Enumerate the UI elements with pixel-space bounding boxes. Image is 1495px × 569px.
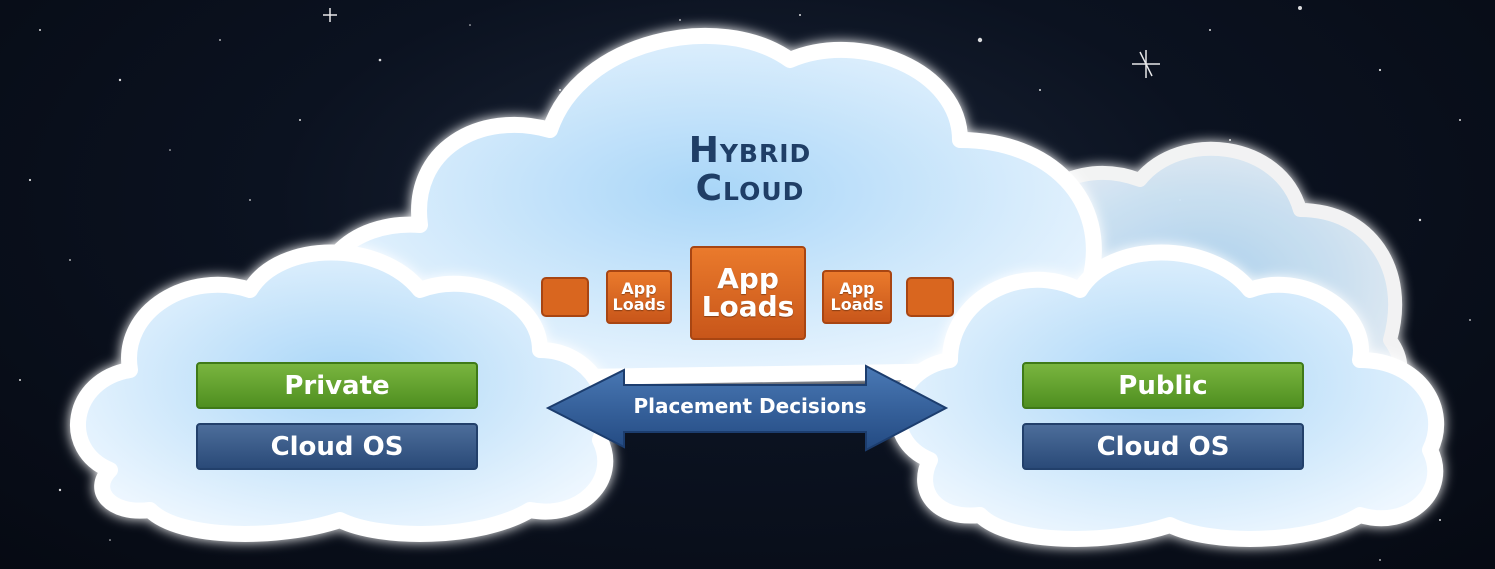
private-label-box: Private	[196, 362, 478, 409]
private-cloud-os-box: Cloud OS	[196, 423, 478, 470]
app-loads-right-box: App Loads	[822, 270, 892, 324]
public-cloud-os-box: Cloud OS	[1022, 423, 1304, 470]
app-loads-left-line2: Loads	[612, 295, 666, 314]
public-cloud-os-label: Cloud OS	[1096, 431, 1230, 462]
public-label: Public	[1118, 370, 1208, 401]
app-loads-right-line2: Loads	[830, 295, 884, 314]
placement-arrow-shape	[545, 364, 949, 452]
sparkle-icon	[323, 8, 1160, 78]
private-label: Private	[284, 370, 390, 401]
app-loads-main-box: App Loads	[690, 246, 806, 340]
small-load-block-left	[541, 277, 589, 317]
app-loads-left-box: App Loads	[606, 270, 672, 324]
title-line-1: Hybrid	[688, 130, 812, 171]
diagram-title: Hybrid Cloud	[600, 132, 900, 208]
app-loads-main-line1: App	[717, 262, 779, 295]
small-load-block-right	[906, 277, 954, 317]
app-loads-left-line1: App	[621, 279, 657, 298]
private-cloud-os-label: Cloud OS	[270, 431, 404, 462]
app-loads-right-line1: App	[839, 279, 875, 298]
public-label-box: Public	[1022, 362, 1304, 409]
app-loads-main-line2: Loads	[701, 290, 795, 323]
placement-decisions-label: Placement Decisions	[633, 394, 867, 418]
title-line-2: Cloud	[695, 168, 805, 209]
